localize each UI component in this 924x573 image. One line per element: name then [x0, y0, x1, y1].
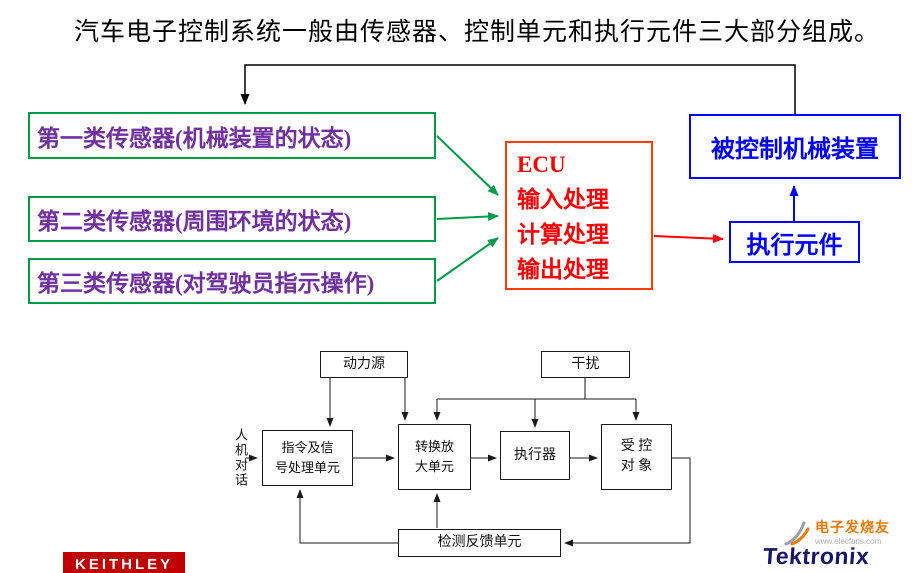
arrow-sensor2-to-ecu: [436, 211, 499, 221]
keithley-logo: KEITHLEY: [63, 552, 186, 573]
feedback-unit-label: 检测反馈单元: [437, 535, 522, 550]
arrow-sensor1-to-ecu: [436, 135, 499, 196]
controlled-object-box: 受 控 对 象: [601, 424, 672, 490]
controlled-device-box: 被控制机械装置: [689, 114, 901, 179]
sensor1-box: 第一类传感器(机械装置的状态): [28, 112, 436, 159]
hmi-label: 人机对话: [233, 428, 248, 488]
command-unit-line1: 指令及信: [281, 440, 334, 455]
command-unit-line2: 号处理单元: [274, 460, 340, 475]
feedback-line-controlled-to-sensor1: [240, 64, 796, 114]
converter-unit-line1: 转换放: [414, 439, 454, 454]
sensor2-box: 第二类传感器(周围环境的状态): [28, 196, 436, 242]
power-source-label: 动力源: [343, 356, 385, 372]
watermark-name: 电子发烧友: [815, 521, 890, 536]
sensor1-label: 第一类传感器(机械装置的状态): [37, 125, 352, 151]
ecu-line-compute: 计算处理: [517, 222, 609, 247]
actuator2-label: 执行器: [514, 447, 556, 463]
ecu-line-input: 输入处理: [517, 187, 609, 212]
command-unit-box: 指令及信 号处理单元: [262, 430, 353, 486]
actuator-box: 执行元件: [729, 221, 860, 263]
converter-unit-line2: 大单元: [414, 459, 454, 474]
slide-title: 汽车电子控制系统一般由传感器、控制单元和执行元件三大部分组成。: [74, 19, 881, 46]
sensor3-label: 第三类传感器(对驾驶员指示操作): [37, 271, 375, 296]
controlled-object-line1: 受 控: [620, 439, 653, 454]
power-source-box: 动力源: [320, 351, 408, 378]
flame-icon: [784, 521, 810, 546]
ecu-title: ECU: [517, 152, 566, 177]
ecu-line-output: 输出处理: [517, 257, 609, 282]
watermark: 电子发烧友 www.elecfans.com: [782, 517, 890, 547]
actuator-label: 执行元件: [746, 232, 843, 259]
sensor2-label: 第二类传感器(周围环境的状态): [37, 209, 352, 234]
feedback-unit-box: 检测反馈单元: [398, 529, 561, 557]
arrow-ecu-to-actuator: [653, 234, 724, 244]
arrow-feedback-to-command: [296, 489, 398, 544]
tektronix-logo: Tektronix: [762, 543, 871, 569]
sensor3-box: 第三类传感器(对驾驶员指示操作): [28, 258, 436, 304]
arrow-sensor3-to-ecu: [436, 237, 499, 282]
disturbance-label: 干扰: [571, 356, 600, 372]
converter-unit-box: 转换放 大单元: [398, 424, 471, 490]
controlled-device-label: 被控制机械装置: [711, 137, 879, 163]
actuator2-box: 执行器: [500, 431, 570, 480]
ecu-box: ECU 输入处理 计算处理 输出处理: [505, 141, 653, 290]
watermark-url: www.elecfans.com: [815, 537, 882, 546]
disturbance-box: 干扰: [541, 351, 630, 378]
controlled-object-line2: 对 象: [620, 459, 653, 474]
watermark-text: 电子发烧友 www.elecfans.com: [815, 517, 890, 546]
